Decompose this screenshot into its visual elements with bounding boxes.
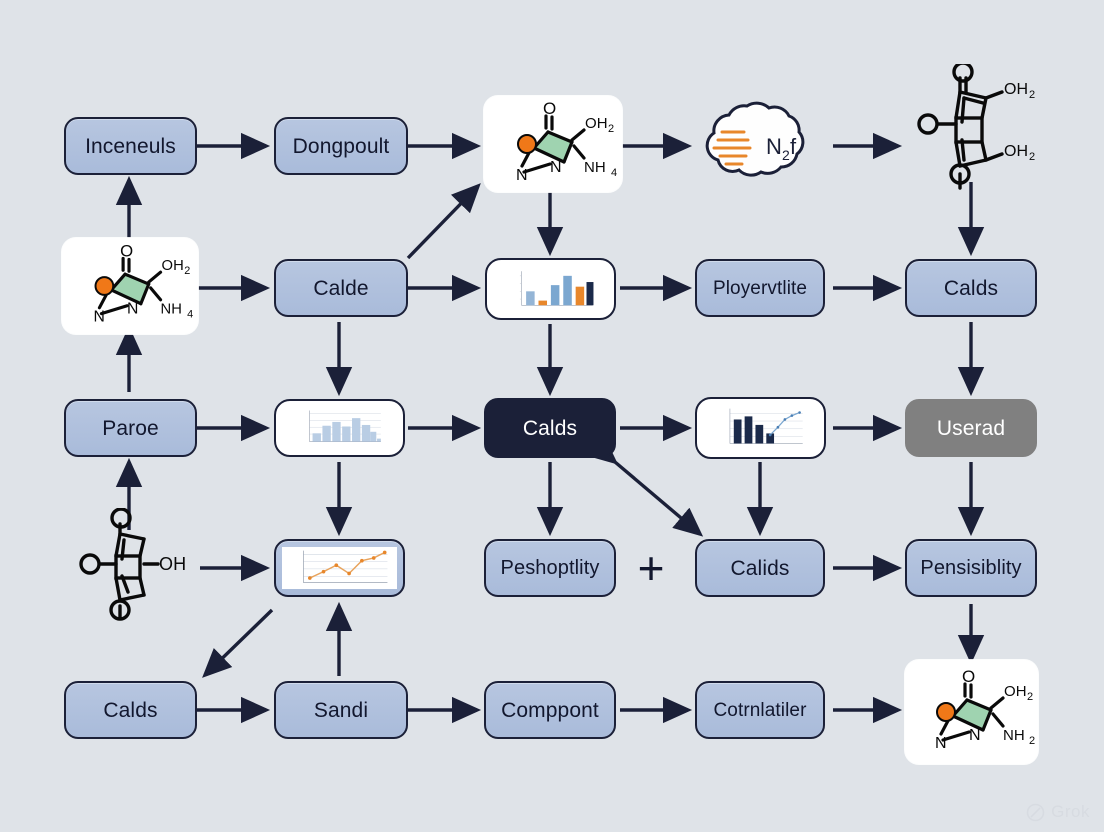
svg-text:OH: OH: [162, 258, 184, 274]
node-molecule-diamond-top[interactable]: OH 2 OH 2: [898, 64, 1048, 194]
node-label: Cotrnlatiler: [713, 699, 807, 721]
node-label: Calds: [522, 416, 578, 440]
svg-text:N: N: [94, 308, 105, 325]
svg-text:NH: NH: [1003, 727, 1025, 744]
node-label: Dongpoult: [292, 134, 390, 158]
svg-text:2: 2: [782, 147, 790, 163]
svg-text:2: 2: [1029, 735, 1035, 747]
node-ployervtlite[interactable]: Ployervtlite: [695, 259, 825, 317]
node-pareto-chart[interactable]: [695, 397, 826, 459]
node-label: Inceneuls: [85, 134, 176, 158]
svg-text:2: 2: [608, 123, 614, 135]
svg-text:f: f: [790, 134, 797, 159]
node-molecule-left[interactable]: O OH 2 N N NH 4: [62, 238, 198, 334]
svg-text:N: N: [516, 167, 528, 184]
node-inceneuls[interactable]: Inceneuls: [64, 117, 197, 175]
pareto-chart-icon: [729, 408, 803, 444]
node-cotrnlatiler[interactable]: Cotrnlatiler: [695, 681, 825, 739]
line-chart-icon: [282, 547, 397, 589]
svg-text:O: O: [120, 241, 133, 260]
svg-text:2: 2: [1029, 151, 1035, 163]
node-line-chart-card[interactable]: [274, 539, 405, 597]
node-label: Comppont: [501, 698, 599, 722]
cloud-icon: N 2 f: [705, 101, 805, 177]
bar-chart-icon: [519, 271, 594, 306]
node-histogram[interactable]: [274, 399, 405, 457]
node-calds-bottom[interactable]: Calds: [64, 681, 197, 739]
node-userad[interactable]: Userad: [905, 399, 1037, 457]
node-label: Calds: [943, 276, 999, 300]
svg-text:4: 4: [187, 309, 193, 321]
svg-text:2: 2: [1027, 691, 1033, 703]
node-calde[interactable]: Calde: [274, 259, 408, 317]
svg-text:2: 2: [1029, 89, 1035, 101]
plus-symbol: +: [630, 540, 672, 596]
node-molecule-top[interactable]: O OH 2 N N NH 4: [484, 96, 622, 192]
svg-text:N: N: [127, 301, 138, 318]
svg-text:NH: NH: [161, 302, 183, 318]
node-peshoptlity[interactable]: Peshoptlity: [484, 539, 616, 597]
node-molecule-bottom[interactable]: O OH 2 N N NH 2: [905, 660, 1038, 764]
svg-text:OH: OH: [1004, 683, 1027, 700]
molecule-nh4-icon: O OH 2 N N NH 4: [94, 241, 194, 325]
molecule-nh2-icon: O OH 2 N N NH 2: [935, 667, 1035, 752]
node-label: Calds: [103, 698, 158, 722]
node-label: Peshoptlity: [500, 557, 600, 579]
svg-text:N: N: [935, 735, 947, 752]
molecule-diamond-oh-icon: OH: [79, 508, 186, 621]
node-sandi[interactable]: Sandi: [274, 681, 408, 739]
node-label: Ployervtlite: [712, 277, 808, 299]
node-paroe[interactable]: Paroe: [64, 399, 197, 457]
svg-text:OH: OH: [159, 554, 186, 574]
svg-text:4: 4: [611, 167, 617, 179]
node-label: Sandi: [313, 698, 369, 722]
svg-text:O: O: [543, 99, 556, 118]
watermark-label: Grok: [1051, 802, 1090, 821]
grok-logo-icon: [1026, 803, 1045, 821]
svg-text:N: N: [550, 159, 562, 176]
svg-text:OH: OH: [1004, 81, 1028, 98]
svg-text:O: O: [962, 667, 975, 686]
svg-text:OH: OH: [1004, 143, 1028, 160]
node-molecule-diamond-left[interactable]: OH: [58, 508, 203, 626]
node-calds-right[interactable]: Calds: [905, 259, 1037, 317]
node-label: Userad: [936, 416, 1006, 440]
node-label: Calids: [730, 556, 790, 580]
svg-text:NH: NH: [584, 159, 606, 176]
watermark: Grok: [1026, 802, 1090, 822]
node-label: Pensisiblity: [920, 557, 1022, 579]
molecule-diamond-oh2-icon: OH 2 OH 2: [917, 64, 1035, 190]
node-label: Calde: [313, 276, 369, 300]
node-label: Paroe: [102, 416, 159, 440]
svg-text:N: N: [766, 134, 782, 159]
node-calds-dark[interactable]: Calds: [484, 398, 616, 458]
svg-text:OH: OH: [585, 115, 608, 132]
plus-label: +: [637, 542, 665, 594]
node-calids[interactable]: Calids: [695, 539, 825, 597]
histogram-icon: [309, 410, 381, 442]
node-bar-chart[interactable]: [485, 258, 616, 320]
molecule-nh4-icon: O OH 2 N N NH 4: [516, 99, 617, 184]
node-cloud-n2f[interactable]: N 2 f: [688, 100, 833, 192]
svg-text:2: 2: [184, 265, 190, 277]
svg-text:N: N: [969, 727, 981, 744]
node-pensisiblity[interactable]: Pensisiblity: [905, 539, 1037, 597]
node-dongpoult[interactable]: Dongpoult: [274, 117, 408, 175]
node-comppont[interactable]: Comppont: [484, 681, 616, 739]
